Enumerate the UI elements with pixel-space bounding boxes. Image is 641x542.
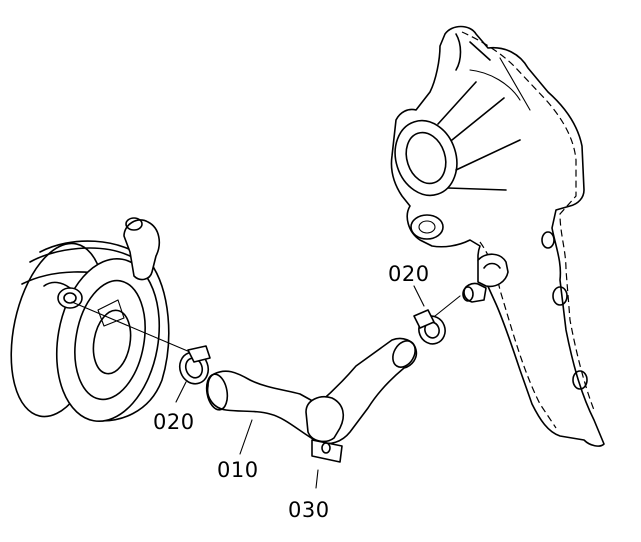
callout-bracket: 030 (288, 498, 330, 522)
callout-hose: 010 (217, 458, 259, 482)
oil-cooler (10, 217, 170, 423)
clamp-020-left (178, 345, 211, 385)
engine-housing (390, 25, 605, 447)
bracket-030 (305, 396, 345, 463)
hose-010 (205, 337, 418, 445)
clamp-020-right (413, 309, 446, 345)
callout-clamp-left: 020 (153, 410, 195, 434)
callout-clamp-right: 020 (388, 262, 430, 286)
